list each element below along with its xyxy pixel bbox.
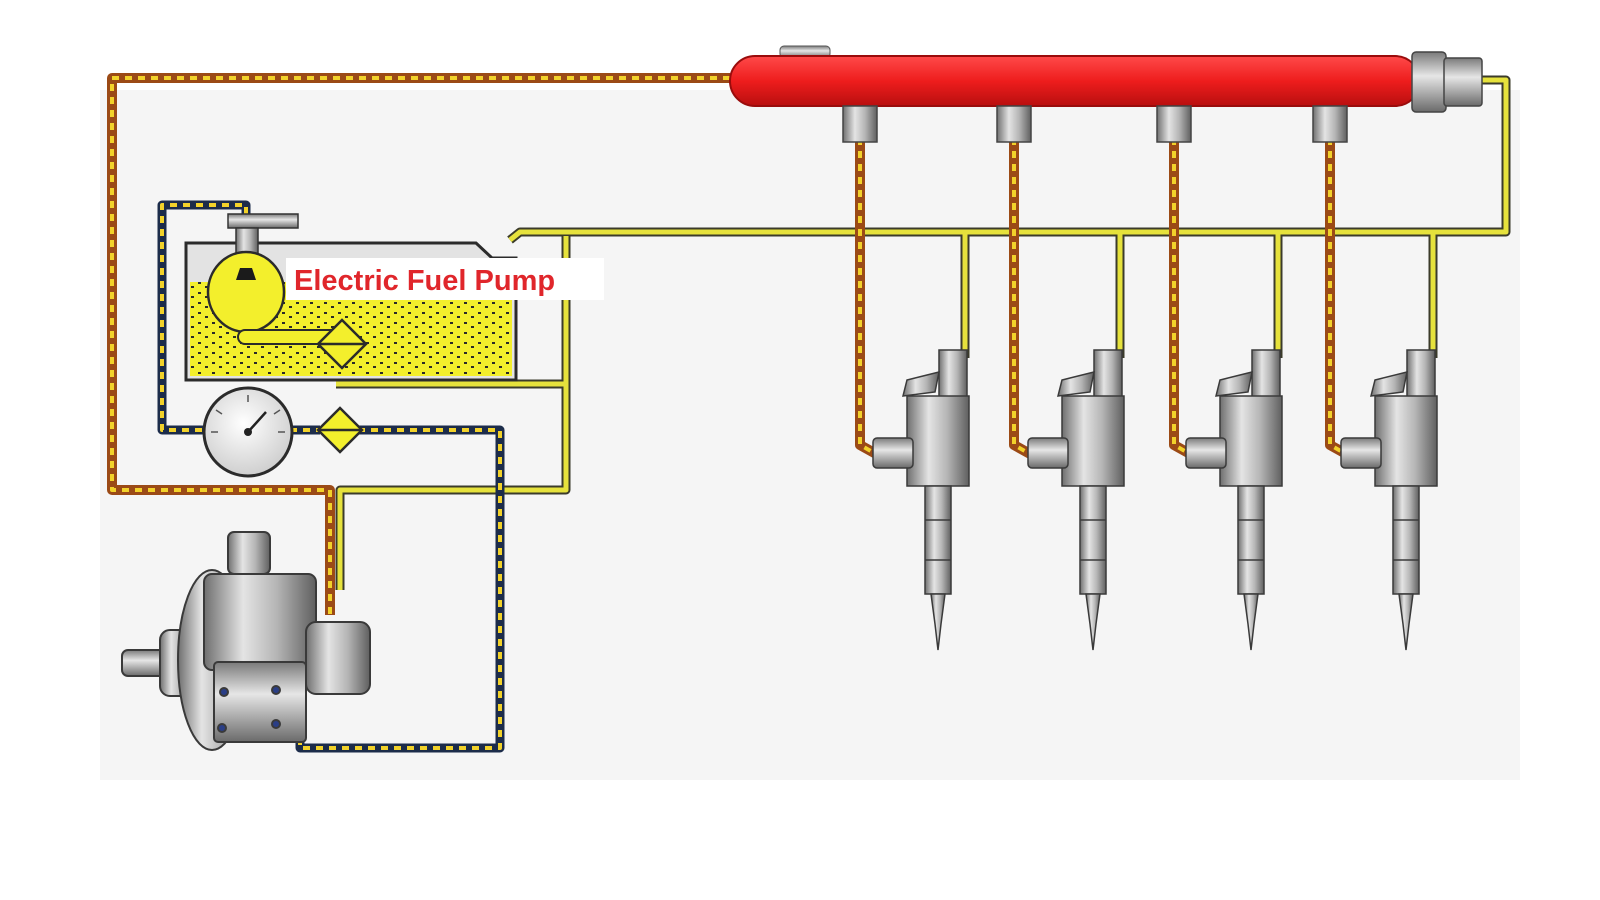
pressure-gauge [202,386,294,478]
injector-3 [1185,349,1283,651]
injectors [872,349,1438,651]
rail-pressure-sensor [1411,51,1483,113]
rail-outlet-fittings [842,105,1348,143]
injector-1 [872,349,970,651]
common-rail [729,45,1421,143]
injector-4 [1340,349,1438,651]
high-pressure-pump [121,531,371,751]
return-lines [335,75,1511,590]
injector-2 [1027,349,1125,651]
high-pressure-lines [107,73,1351,615]
electric-fuel-pump-callout: Electric Fuel Pump [286,258,604,300]
inline-filter [316,406,364,454]
fuel-filter [316,318,368,370]
callout-background [286,258,604,300]
electric-fuel-pump-label: Electric Fuel Pump [294,265,555,297]
